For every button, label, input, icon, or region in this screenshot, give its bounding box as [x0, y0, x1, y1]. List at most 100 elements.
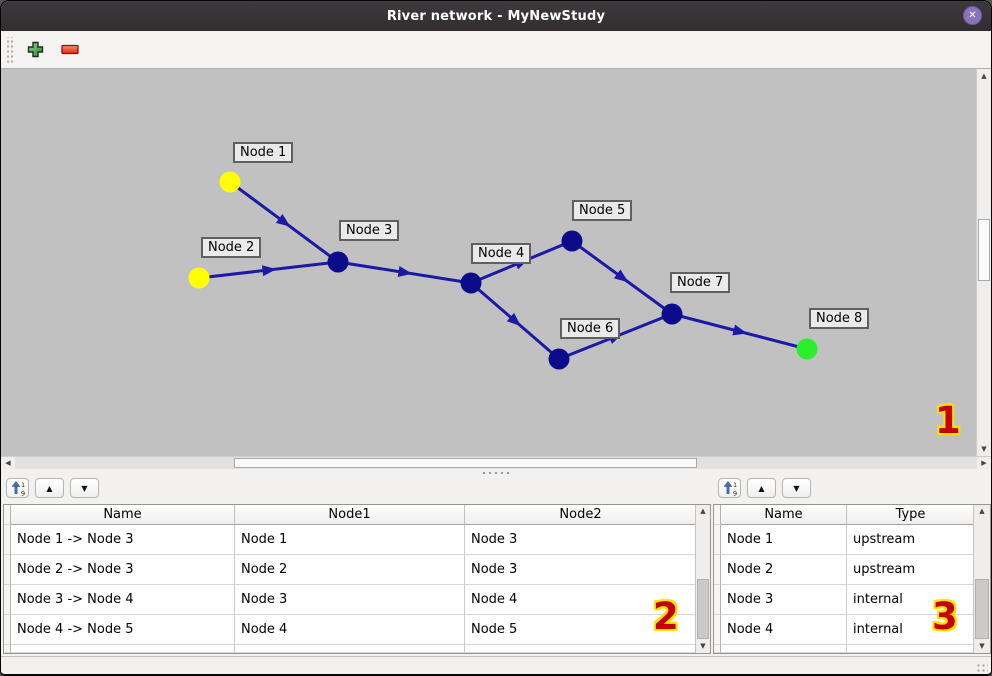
canvas-vertical-scrollbar[interactable]: ▲ ▼	[976, 69, 991, 456]
link-cell-node2[interactable]: Node 4	[465, 585, 697, 615]
node-circle[interactable]	[327, 251, 349, 273]
minus-icon	[61, 44, 79, 55]
annotation-2: 2	[653, 595, 679, 638]
link-cell-node1[interactable]: Node 1	[235, 525, 465, 555]
node-cell-name[interactable]: Node 4	[721, 615, 847, 645]
scroll-up-button[interactable]: ▲	[696, 505, 710, 518]
move-up-button[interactable]: ▲	[35, 478, 64, 498]
vertical-scroll-thumb[interactable]	[978, 219, 990, 281]
node-circle[interactable]	[219, 171, 241, 193]
row-header	[714, 555, 721, 585]
remove-button[interactable]	[57, 37, 83, 63]
pane-splitter[interactable]	[1, 469, 991, 475]
nodes-table-scrollbar[interactable]: ▲ ▼	[973, 505, 990, 653]
node-cell-name[interactable]: Node 1	[721, 525, 847, 555]
main-toolbar	[1, 31, 991, 69]
svg-text:9: 9	[733, 490, 737, 497]
node-circle[interactable]	[460, 272, 482, 294]
move-down-button[interactable]: ▼	[782, 478, 811, 498]
nodes-toolbar: 1 9 ▲ ▼	[713, 475, 991, 501]
row-header	[4, 555, 11, 585]
status-bar	[1, 656, 991, 674]
node-circle[interactable]	[796, 338, 818, 360]
window-resize-grip[interactable]	[975, 662, 988, 673]
links-header-name[interactable]: Name	[11, 505, 235, 525]
nodes-header-type[interactable]: Type	[847, 505, 975, 525]
move-down-button[interactable]: ▼	[70, 478, 99, 498]
link-cell-node1[interactable]: Node 2	[235, 555, 465, 585]
close-button[interactable]: ✕	[963, 6, 982, 25]
node-label[interactable]: Node 2	[201, 237, 262, 258]
node-cell-type[interactable]: upstream	[847, 555, 975, 585]
links-header-node1[interactable]: Node1	[235, 505, 465, 525]
scroll-up-button[interactable]: ▲	[974, 505, 990, 518]
link-cell-name[interactable]: Node 2 -> Node 3	[11, 555, 235, 585]
partial-row-cell	[11, 645, 235, 653]
node-label[interactable]: Node 7	[670, 272, 731, 293]
scroll-up-button[interactable]: ▲	[977, 69, 991, 83]
splitter-handle-dots	[480, 470, 512, 474]
row-header	[4, 525, 11, 555]
row-header	[714, 645, 721, 653]
scroll-down-button[interactable]: ▼	[977, 442, 991, 456]
partial-row-cell	[847, 645, 975, 653]
svg-text:1: 1	[733, 481, 737, 489]
node-label[interactable]: Node 5	[572, 200, 633, 221]
link-cell-node2[interactable]: Node 3	[465, 555, 697, 585]
move-up-button[interactable]: ▲	[747, 478, 776, 498]
scroll-down-button[interactable]: ▼	[974, 640, 990, 653]
node-label[interactable]: Node 3	[339, 220, 400, 241]
node-cell-type[interactable]: upstream	[847, 525, 975, 555]
edge-arrow-icon	[613, 269, 629, 283]
node-circle[interactable]	[548, 348, 570, 370]
network-canvas[interactable]: Node 1 Node 2 Node 3 Node 4 Node 5 Node 6 Node…	[1, 69, 978, 456]
row-header	[714, 525, 721, 555]
links-table-scrollbar[interactable]: ▲ ▼	[695, 505, 710, 653]
titlebar[interactable]: River network - MyNewStudy ✕	[1, 1, 991, 31]
node-label[interactable]: Node 4	[471, 243, 532, 264]
node-circle[interactable]	[561, 230, 583, 252]
scroll-down-button[interactable]: ▼	[696, 640, 710, 653]
toolbar-drag-handle[interactable]	[5, 36, 13, 63]
scroll-left-icon: ◀	[5, 458, 11, 467]
canvas-horizontal-scrollbar[interactable]: ◀ ▶	[1, 456, 991, 469]
node-label[interactable]: Node 8	[809, 308, 870, 329]
link-cell-node2[interactable]: Node 3	[465, 525, 697, 555]
add-button[interactable]	[22, 37, 48, 63]
node-label[interactable]: Node 6	[560, 318, 621, 339]
node-cell-type[interactable]: internal	[847, 615, 975, 645]
sort-button[interactable]: 1 9	[6, 478, 29, 498]
node-cell-type[interactable]: internal	[847, 585, 975, 615]
node-label[interactable]: Node 1	[233, 142, 294, 163]
row-header	[714, 615, 721, 645]
node-circle[interactable]	[188, 267, 210, 289]
node-cell-name[interactable]: Node 3	[721, 585, 847, 615]
partial-row-cell	[465, 645, 697, 653]
link-cell-name[interactable]: Node 3 -> Node 4	[11, 585, 235, 615]
sort-button[interactable]: 1 9	[718, 478, 741, 498]
links-header-node2[interactable]: Node2	[465, 505, 697, 525]
row-header	[4, 645, 11, 653]
node-cell-name[interactable]: Node 2	[721, 555, 847, 585]
scroll-left-button[interactable]: ◀	[1, 457, 15, 469]
link-cell-node2[interactable]: Node 5	[465, 615, 697, 645]
scroll-down-icon: ▼	[981, 444, 987, 453]
scroll-up-icon: ▲	[981, 71, 987, 80]
scroll-thumb[interactable]	[697, 579, 709, 639]
links-header-corner	[4, 505, 11, 525]
link-cell-name[interactable]: Node 4 -> Node 5	[11, 615, 235, 645]
edge-arrow-icon	[261, 265, 277, 277]
link-cell-name[interactable]: Node 1 -> Node 3	[11, 525, 235, 555]
nodes-header-name[interactable]: Name	[721, 505, 847, 525]
scroll-right-button[interactable]: ▶	[977, 457, 991, 469]
horizontal-scroll-thumb[interactable]	[234, 458, 697, 468]
scroll-right-icon: ▶	[981, 458, 987, 467]
link-cell-node1[interactable]: Node 4	[235, 615, 465, 645]
links-toolbar: 1 9 ▲ ▼	[1, 475, 711, 501]
sort-ascending-icon: 1 9	[10, 481, 25, 496]
scroll-thumb[interactable]	[975, 579, 989, 639]
annotation-1: 1	[935, 399, 961, 442]
node-circle[interactable]	[661, 303, 683, 325]
link-cell-node1[interactable]: Node 3	[235, 585, 465, 615]
